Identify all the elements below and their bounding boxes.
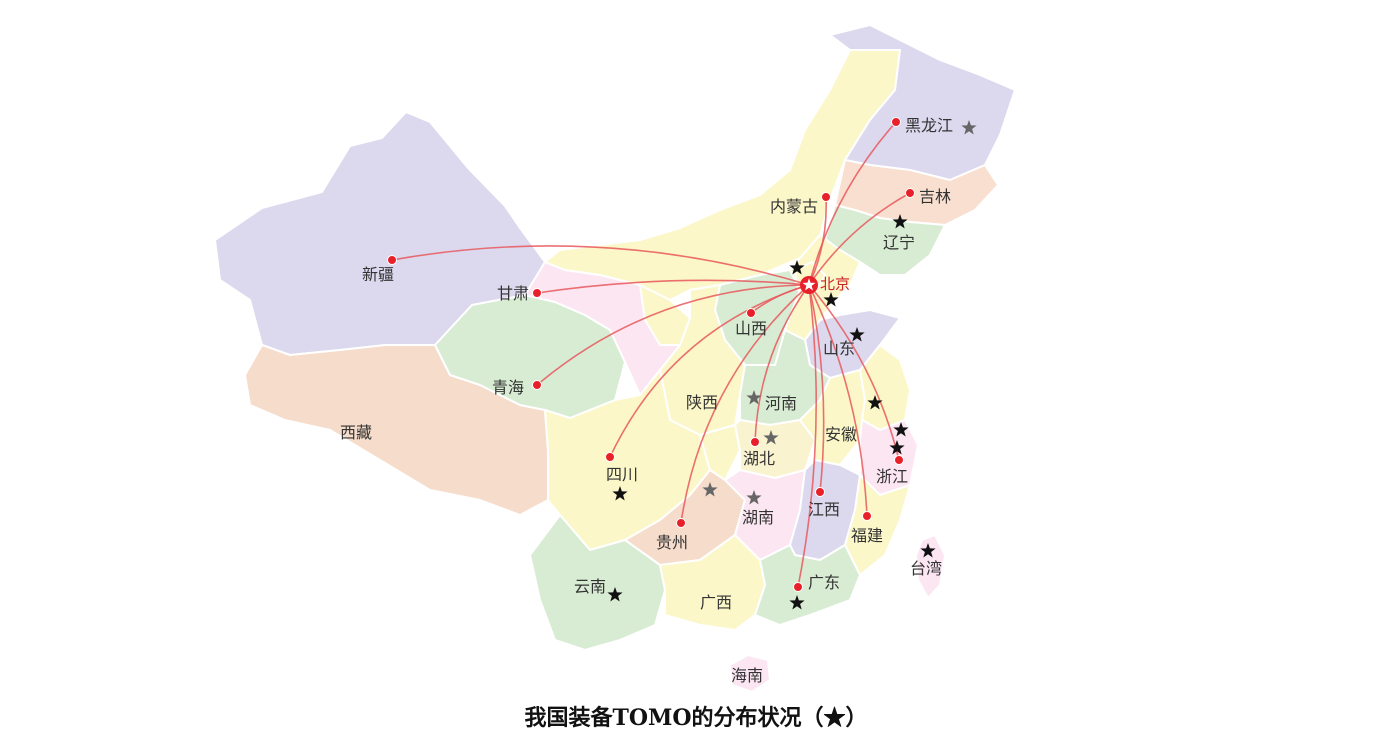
province-label-guangxi: 广西 xyxy=(700,593,732,612)
province-dot xyxy=(532,380,542,390)
map-caption: 我国装备TOMO的分布状况（★） xyxy=(524,705,868,731)
province-hebei xyxy=(784,234,861,341)
province-label-shandong: 山东 xyxy=(823,339,855,358)
province-dot xyxy=(821,192,831,202)
route-line xyxy=(680,284,810,524)
province-dot xyxy=(905,188,915,198)
province-fujian xyxy=(844,474,911,576)
province-dot xyxy=(815,487,825,497)
province-label-xinjiang: 新疆 xyxy=(362,265,394,284)
route-line xyxy=(808,192,911,286)
province-label-shaanxi: 陕西 xyxy=(686,393,718,412)
province-dot xyxy=(676,518,686,528)
province-label-yunnan: 云南 xyxy=(574,577,606,596)
province-label-shanxi: 山西 xyxy=(735,319,767,338)
province-label-zhejiang: 浙江 xyxy=(876,467,908,486)
route-line xyxy=(754,284,810,443)
province-ningxia xyxy=(639,284,691,346)
route-line xyxy=(391,245,810,286)
province-guangdong xyxy=(754,544,861,626)
province-label-heilongjiang: 黑龙江 xyxy=(905,116,953,135)
province-label-gansu: 甘肃 xyxy=(497,284,529,303)
route-line xyxy=(609,284,810,458)
province-label-anhui: 安徽 xyxy=(825,425,857,444)
province-dot xyxy=(605,452,615,462)
province-label-liaoning: 辽宁 xyxy=(883,233,915,252)
capital-label: 北京 xyxy=(820,275,850,293)
route-layer xyxy=(391,121,911,588)
capital-marker: 北京 xyxy=(800,275,850,294)
province-dot xyxy=(793,582,803,592)
province-label-fujian: 福建 xyxy=(851,526,883,545)
route-line xyxy=(797,284,818,588)
province-dot xyxy=(750,437,760,447)
province-label-guangdong: 广东 xyxy=(808,573,840,592)
province-label-jilin: 吉林 xyxy=(919,187,951,206)
route-line xyxy=(808,284,825,493)
province-label-qinghai: 青海 xyxy=(492,378,524,397)
province-label-jiangxi: 江西 xyxy=(808,500,840,519)
province-label-neimenggu: 内蒙古 xyxy=(770,197,818,216)
route-line xyxy=(808,121,897,286)
province-label-henan: 河南 xyxy=(765,394,797,413)
province-dot xyxy=(894,455,904,465)
province-label-taiwan: 台湾 xyxy=(910,559,942,578)
province-taiwan xyxy=(915,534,946,599)
province-label-xizang: 西藏 xyxy=(340,423,372,442)
route-line xyxy=(808,284,868,517)
province-label-guizhou: 贵州 xyxy=(656,533,688,552)
province-layer xyxy=(214,24,1016,693)
province-yunnan xyxy=(529,514,666,651)
province-chongqing xyxy=(699,424,741,481)
route-line xyxy=(536,284,810,386)
label-layer: 新疆 西藏 青海 甘肃 内蒙古 黑龙江 吉林 辽宁 山西 山东 陕西 河南 四川… xyxy=(340,116,953,685)
province-label-hainan: 海南 xyxy=(731,666,763,685)
province-dot xyxy=(862,511,872,521)
route-line xyxy=(808,284,900,461)
province-dot xyxy=(891,117,901,127)
province-label-hunan: 湖南 xyxy=(742,508,774,527)
province-label-sichuan: 四川 xyxy=(606,465,638,484)
route-line xyxy=(808,196,828,286)
province-dot xyxy=(532,288,542,298)
province-dot xyxy=(387,255,397,265)
province-label-hubei: 湖北 xyxy=(743,449,775,468)
province-dot xyxy=(746,308,756,318)
route-line xyxy=(536,279,810,294)
province-hainan xyxy=(729,654,771,693)
